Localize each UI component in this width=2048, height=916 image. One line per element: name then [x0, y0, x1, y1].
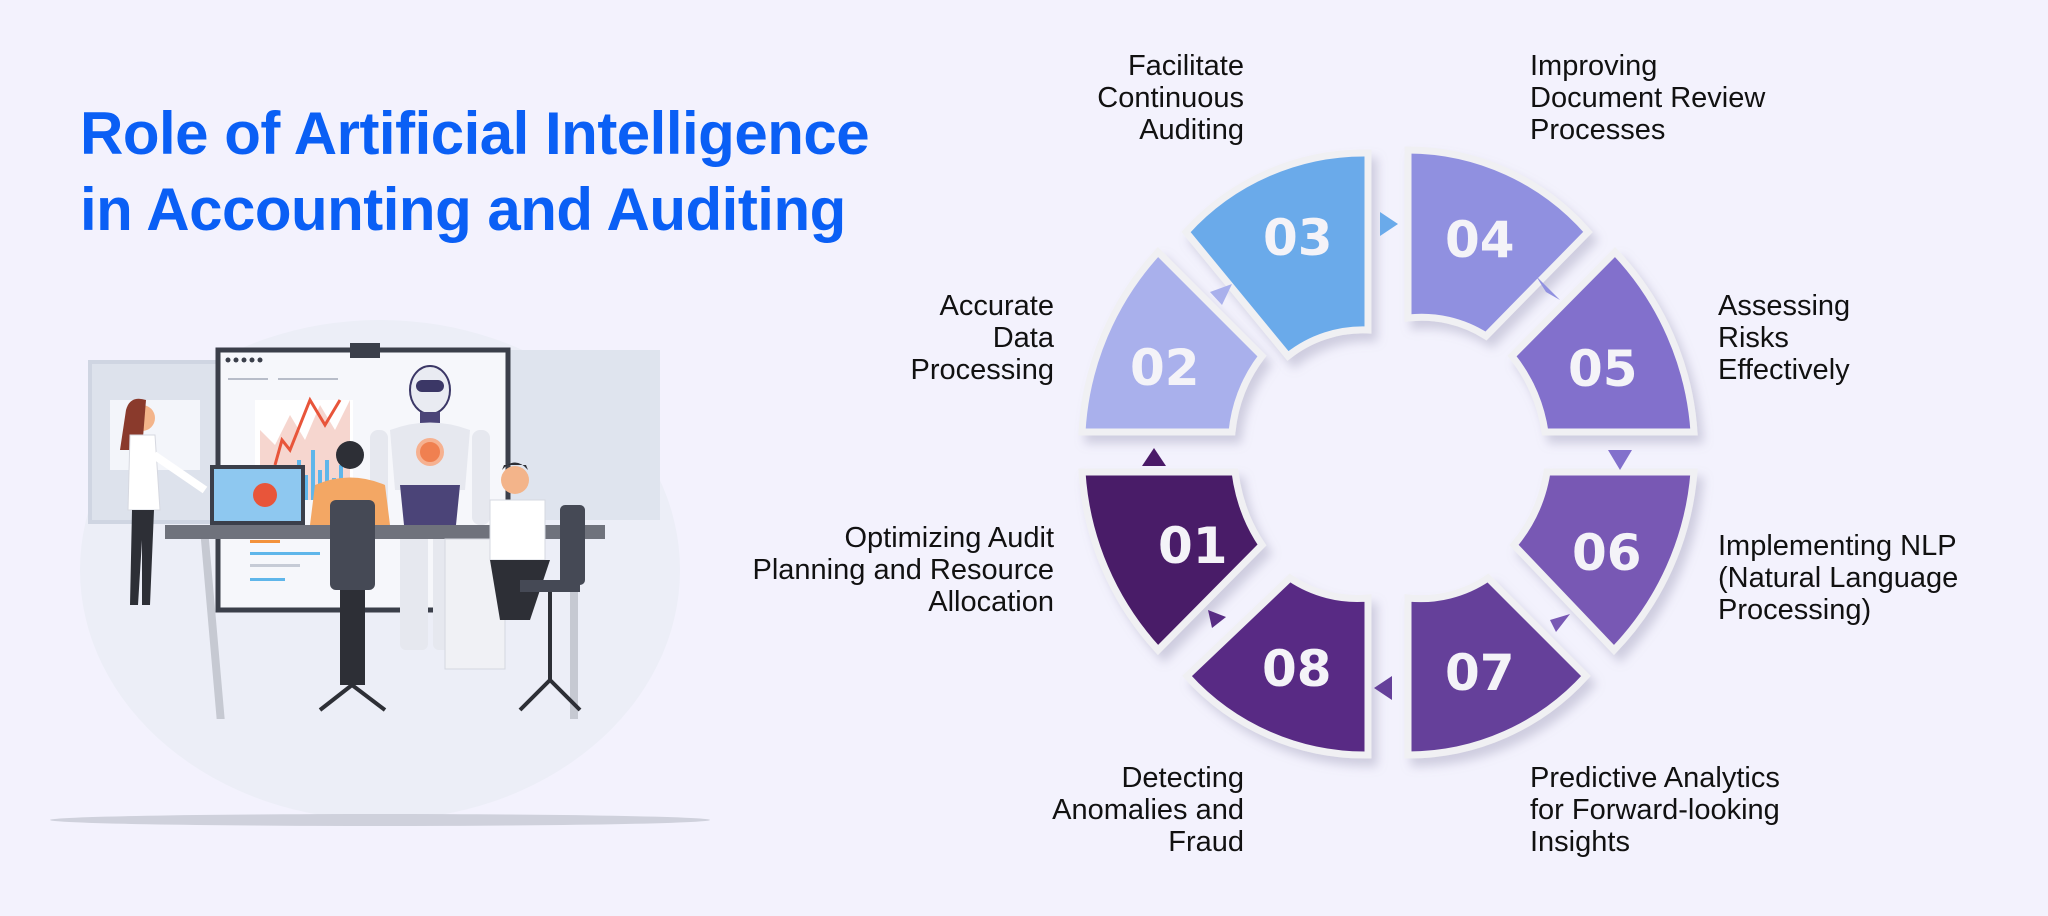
step-03-label: Facilitate Continuous Auditing — [1097, 50, 1244, 146]
step-01-label: Optimizing Audit Planning and Resource A… — [752, 522, 1054, 618]
arrow-icon — [1142, 448, 1166, 466]
step-05-segment — [1507, 246, 1698, 436]
arrow-icon — [1380, 212, 1398, 236]
step-04-segment — [1404, 146, 1593, 341]
arrow-icon — [1208, 610, 1226, 628]
step-06-segment — [1509, 468, 1698, 656]
step-02-label: Accurate Data Processing — [910, 290, 1054, 386]
page-title: Role of Artificial Intelligence in Accou… — [80, 96, 870, 248]
arrow-icon — [1374, 676, 1392, 700]
office-robot-illustration — [50, 320, 710, 826]
arrow-icon — [1210, 284, 1232, 305]
title-line-2: in Accounting and Auditing — [80, 176, 846, 243]
step-03-number: 03 — [1263, 209, 1333, 267]
step-02-number: 02 — [1130, 339, 1200, 397]
step-05-number: 05 — [1568, 340, 1638, 398]
step-07-number: 07 — [1445, 644, 1515, 702]
step-05-label: Assessing Risks Effectively — [1718, 290, 1851, 386]
arrow-icon — [1550, 614, 1570, 632]
step-08-number: 08 — [1262, 640, 1332, 698]
step-02-segment — [1078, 246, 1267, 436]
step-06-number: 06 — [1572, 524, 1642, 582]
step-07-segment — [1404, 573, 1591, 759]
step-01-segment — [1078, 468, 1267, 656]
step-07-label: Predictive Analytics for Forward-looking… — [1530, 762, 1780, 858]
step-04-number: 04 — [1445, 211, 1515, 269]
step-01-number: 01 — [1158, 517, 1228, 575]
step-06-label: Implementing NLP (Natural Language Proce… — [1718, 530, 1959, 626]
step-08-label: Detecting Anomalies and Fraud — [1052, 762, 1244, 858]
step-08-segment — [1182, 573, 1372, 759]
step-03-segment — [1181, 149, 1372, 361]
arrow-icon — [1608, 450, 1632, 470]
arrow-icon — [1536, 276, 1560, 300]
step-04-label: Improving Document Review Processes — [1530, 50, 1766, 146]
title-line-1: Role of Artificial Intelligence — [80, 100, 870, 167]
